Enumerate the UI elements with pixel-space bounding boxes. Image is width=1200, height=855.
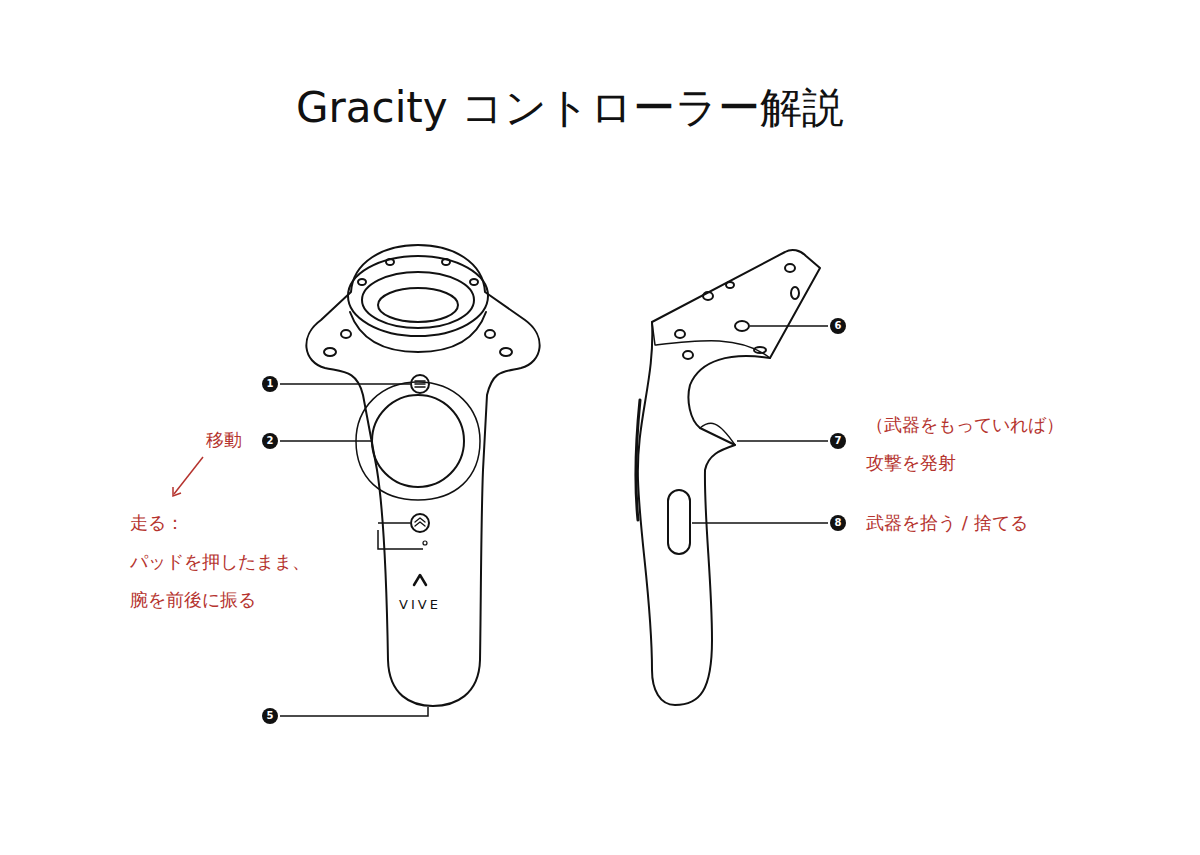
grip-button — [668, 490, 690, 554]
callout-number: 7 — [835, 435, 842, 447]
tracking-ring — [348, 256, 488, 336]
diagram-title: Gracity コントローラー解説 — [296, 83, 844, 133]
trackpad — [372, 395, 464, 487]
annotation: 移動 — [206, 429, 242, 451]
callout-circles — [262, 318, 846, 724]
callout-number: 2 — [267, 435, 274, 447]
controller-front-outline — [306, 245, 539, 706]
callout-number: 5 — [267, 710, 274, 722]
system-button — [411, 514, 429, 532]
callout-number: 6 — [835, 320, 842, 332]
controller-side-outline — [638, 250, 820, 705]
annotation: 攻撃を発射 — [866, 452, 956, 474]
annotation: 武器を拾う / 捨てる — [866, 512, 1028, 534]
annotation: 走る： — [130, 512, 184, 534]
menu-button — [411, 375, 429, 393]
leader-lines — [280, 326, 828, 716]
trigger — [700, 423, 735, 445]
callout-number: 1 — [267, 378, 274, 390]
annotation: 腕を前後に振る — [130, 589, 256, 611]
annotation: パッドを押したまま、 — [130, 551, 310, 573]
callout-number: 8 — [835, 517, 842, 529]
red-arrow — [173, 457, 203, 496]
annotation: （武器をもっていれば） — [866, 414, 1064, 436]
brand-logo-text: VIVE — [399, 597, 441, 613]
